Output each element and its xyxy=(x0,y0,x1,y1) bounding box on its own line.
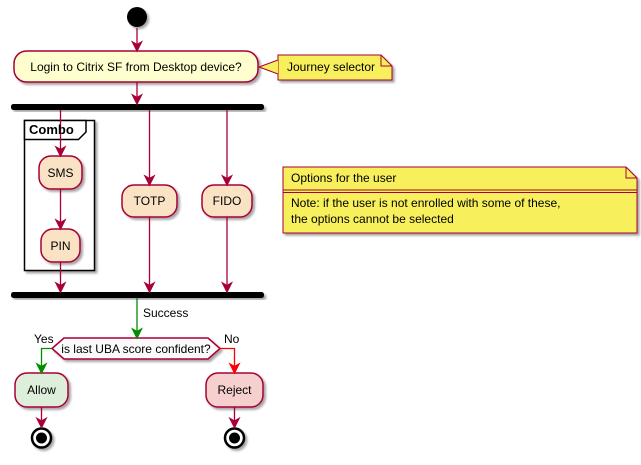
note-journey-pointer xyxy=(257,59,279,75)
arrows-red xyxy=(220,347,241,375)
arrowhead-decision-to-allow xyxy=(35,362,48,375)
arrowhead-decision-to-reject xyxy=(228,362,241,375)
arrowhead-fork-to-totp xyxy=(143,174,156,187)
start-node xyxy=(127,7,147,27)
activity-fido-shape xyxy=(201,184,253,218)
partition-combo-tab xyxy=(23,119,87,141)
join-bar xyxy=(11,292,264,298)
arrows-crimson xyxy=(35,28,241,429)
note-journey-shape xyxy=(277,54,393,81)
end-node-reject xyxy=(223,427,246,449)
arrowhead-allow-to-end xyxy=(35,416,48,429)
note-options-separator xyxy=(283,189,637,193)
note-options-shape xyxy=(282,166,638,234)
arrow-decision-to-reject xyxy=(220,347,236,367)
arrowhead-fido-to-join xyxy=(220,281,234,294)
arrowhead-reject-to-end xyxy=(228,416,241,429)
arrowhead-login-to-fork xyxy=(130,93,144,106)
note-options-fold xyxy=(625,167,637,179)
end-node-allow xyxy=(30,427,53,449)
arrowhead-pin-to-join xyxy=(54,281,67,294)
activity-allow-shape xyxy=(14,372,69,408)
arrowhead-totp-to-join xyxy=(143,281,156,294)
arrow-decision-to-allow xyxy=(40,347,52,367)
arrowhead-start-to-login xyxy=(130,40,144,53)
arrows-green xyxy=(35,298,144,375)
fork-bar xyxy=(11,104,264,110)
activity-sms-shape xyxy=(38,155,83,190)
arrowhead-fork-to-sms xyxy=(54,145,67,158)
arrowhead-join-to-decision xyxy=(130,327,144,340)
arrowhead-sms-to-pin xyxy=(54,218,67,231)
activity-login-shape xyxy=(13,50,259,83)
arrowhead-fork-to-fido xyxy=(220,174,234,187)
activity-reject-shape xyxy=(205,372,264,408)
activity-pin-shape xyxy=(40,228,81,263)
decision-uba-shape xyxy=(50,337,222,360)
activity-totp-shape xyxy=(121,184,178,218)
note-journey-fold xyxy=(380,55,392,67)
